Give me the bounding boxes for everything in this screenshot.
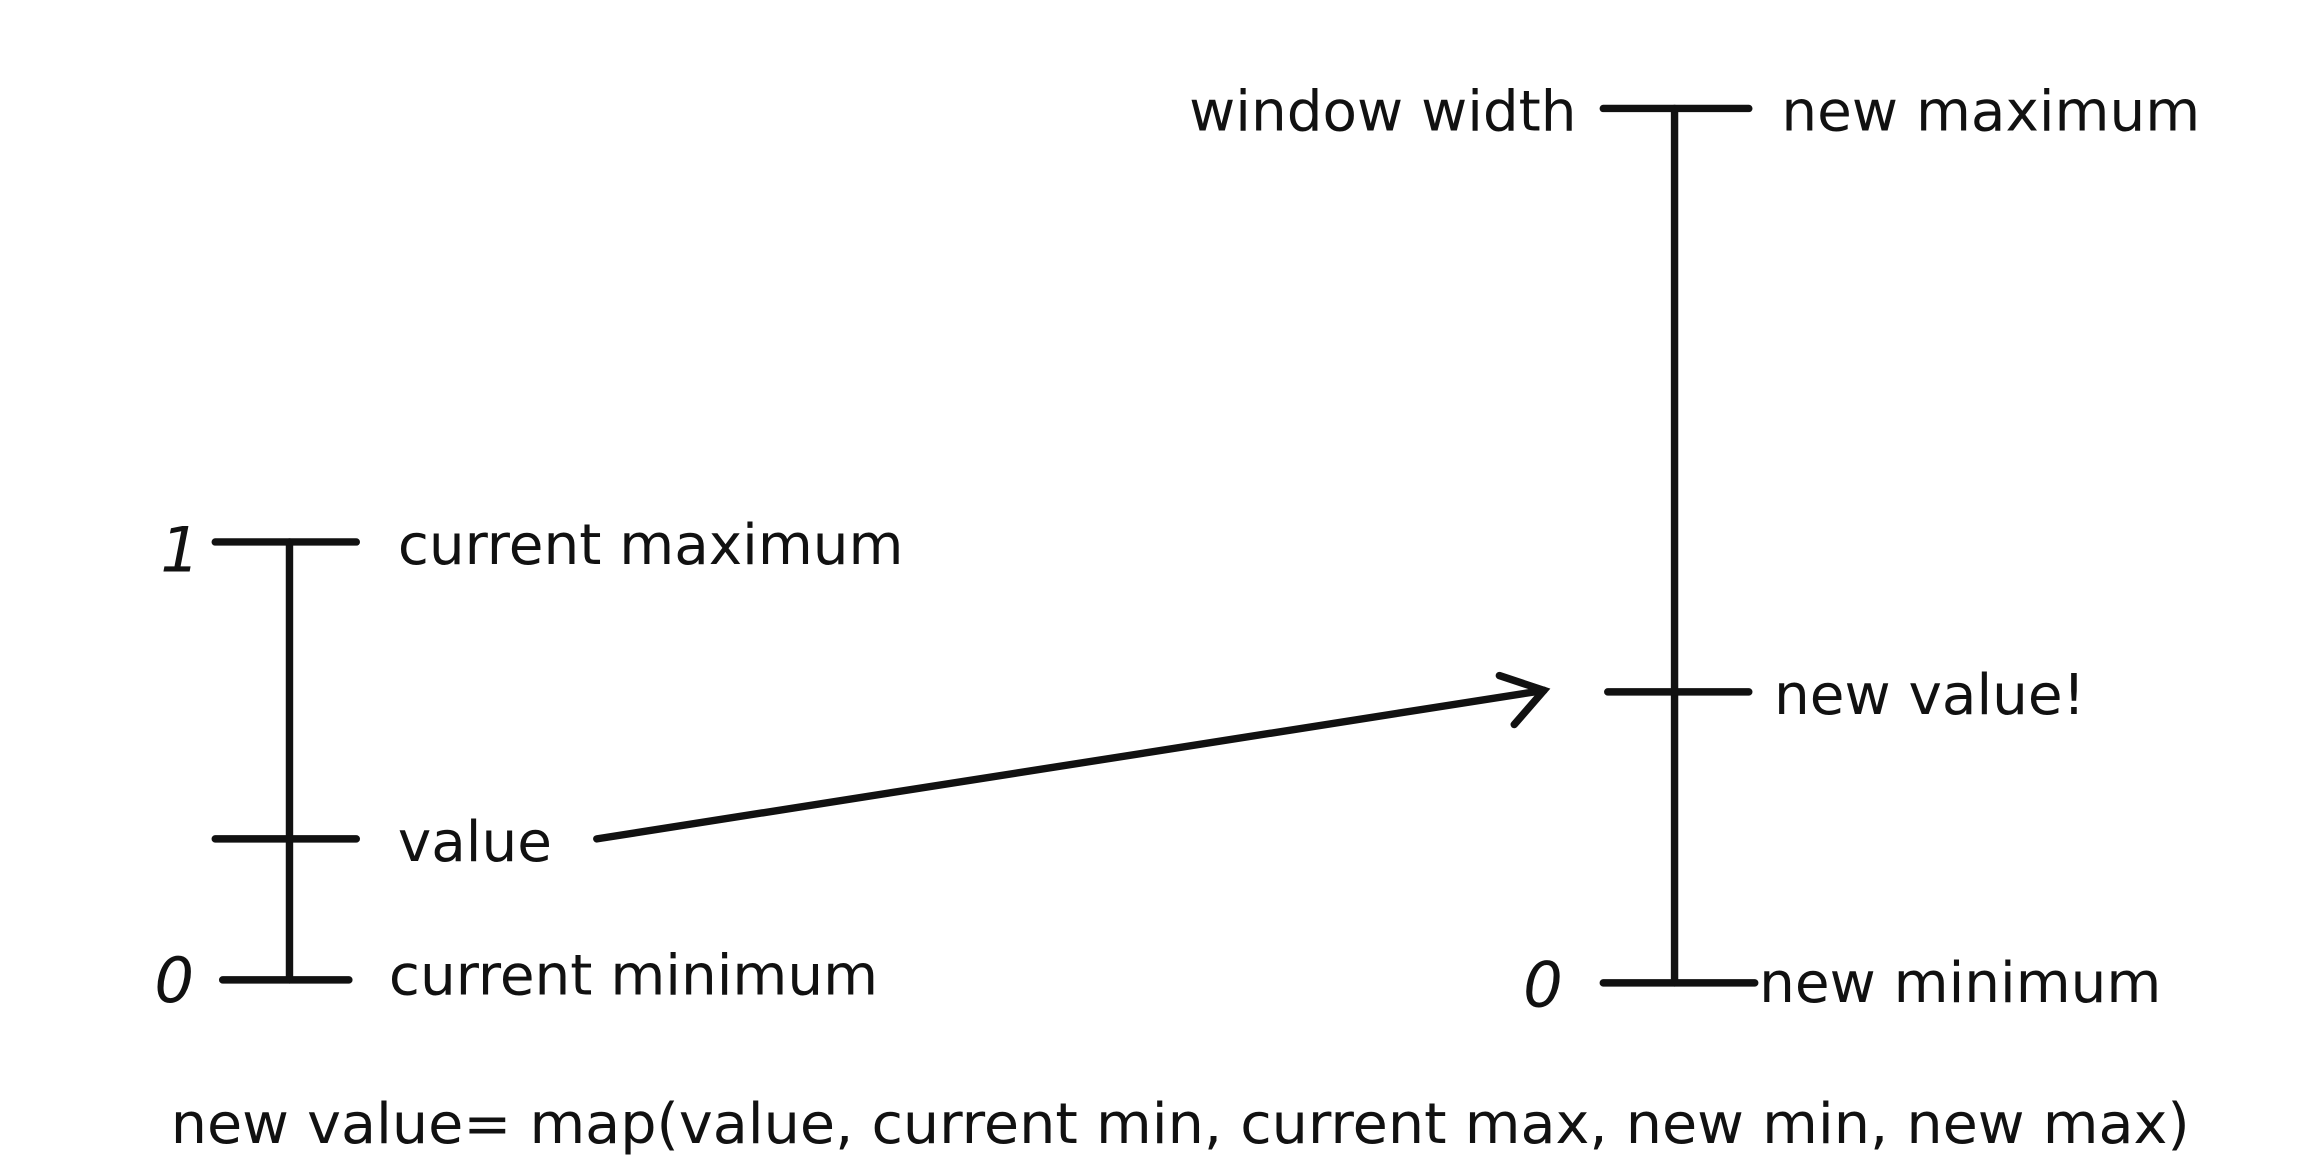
right-max-number: window width bbox=[1189, 80, 1576, 145]
right-scale: window width new maximum new value! 0 ne… bbox=[1189, 80, 2200, 1022]
right-max-label: new maximum bbox=[1781, 80, 2200, 145]
right-value-label: new value! bbox=[1774, 663, 2085, 728]
mapping-arrow bbox=[593, 671, 1551, 843]
left-value-label: value bbox=[398, 810, 552, 875]
right-min-label: new minimum bbox=[1759, 951, 2161, 1016]
right-min-number: 0 bbox=[1523, 949, 1563, 1022]
formula: new value= map(value, current min, curre… bbox=[171, 1092, 2190, 1157]
left-max-number: 1 bbox=[160, 514, 200, 587]
arrow-head-icon bbox=[1495, 671, 1551, 729]
left-min-number: 0 bbox=[154, 944, 194, 1017]
arrow-shaft bbox=[593, 686, 1548, 843]
left-max-label: current maximum bbox=[398, 513, 904, 578]
left-scale: 1 current maximum value 0 current minimu… bbox=[154, 513, 903, 1017]
left-min-label: current minimum bbox=[389, 944, 878, 1009]
